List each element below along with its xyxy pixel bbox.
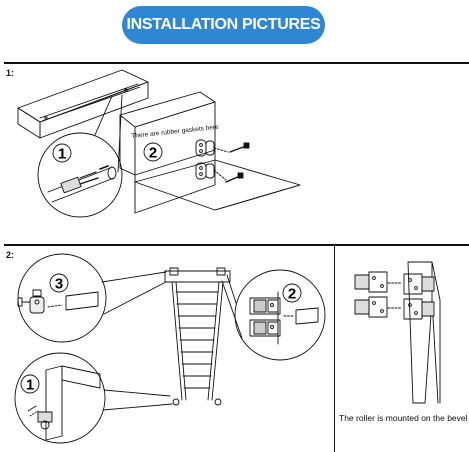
section2-divider — [334, 245, 336, 452]
callout-2b-circle — [282, 283, 302, 303]
callout-1b-circle — [20, 374, 40, 394]
zoom-circle-left — [37, 94, 123, 218]
callout-2-circle — [143, 142, 163, 162]
ladder-frame — [164, 267, 231, 406]
bevel-hinges — [354, 271, 435, 320]
banner-title: INSTALLATION PICTURES — [126, 16, 321, 33]
section1-label: 1: — [6, 68, 15, 78]
callout-1b-number: 1 — [26, 377, 34, 394]
door-board — [134, 159, 301, 211]
callout-3-number: 3 — [55, 276, 63, 293]
zoom-circle-1 — [14, 352, 173, 444]
bevel-panel — [407, 261, 441, 404]
section2-label: 2: — [6, 250, 15, 260]
section1-top-rule — [4, 62, 469, 64]
section2-top-rule — [4, 244, 469, 246]
door-rail-overview — [17, 69, 149, 139]
callout-1-circle — [52, 143, 72, 163]
callout-2b-number: 2 — [288, 286, 296, 303]
zoom-circle-3 — [17, 253, 167, 343]
ladder-rungs — [175, 291, 219, 389]
screws-section1 — [213, 142, 250, 183]
hinge-brackets — [195, 139, 215, 180]
zoom-circle-2 — [221, 269, 326, 361]
callout-3-circle — [49, 273, 69, 293]
installation-pictures-banner: INSTALLATION PICTURES — [122, 6, 325, 44]
bevel-caption: The roller is mounted on the bevel — [339, 413, 468, 423]
callout-1-number: 1 — [58, 146, 66, 163]
callout-2-number: 2 — [149, 145, 157, 162]
